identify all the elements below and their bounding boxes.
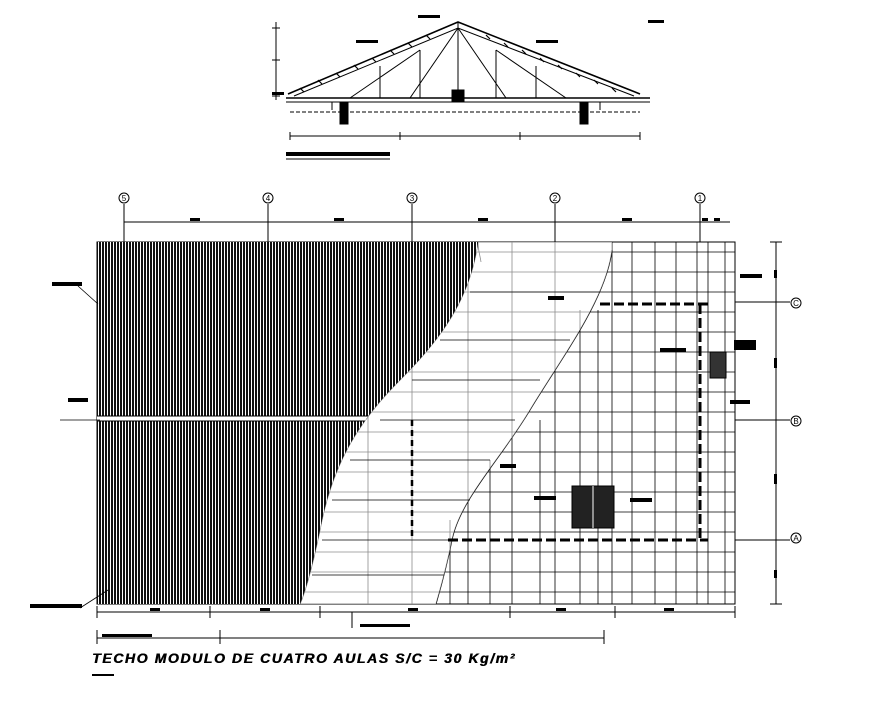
axis-label-B: B [793,417,798,426]
grid-axis-bubbles-right: C B A [790,297,802,544]
axis-label-4: 4 [266,194,271,203]
roof-plan [30,241,762,609]
axis-bubble-B: B [790,415,802,427]
truss-elevation-detail [272,15,664,160]
top-dimension-line [123,204,730,242]
axis-label-1: 1 [698,194,703,203]
axis-bubble-C: C [790,297,802,309]
hatched-zone-right [709,351,727,379]
axis-bubble-5: 5 [118,192,130,204]
axis-bubble-A: A [790,532,802,544]
axis-bubble-4: 4 [262,192,274,204]
title-underline [92,674,114,676]
axis-label-A: A [793,534,799,543]
axis-label-C: C [793,299,799,308]
axis-bubble-3: 3 [406,192,418,204]
drawing-title: TECHO MODULO DE CUATRO AULAS S/C = 30 Kg… [92,650,516,666]
grid-axis-bubbles-top: 5 4 3 2 1 [118,192,706,204]
axis-label-2: 2 [553,194,558,203]
axis-label-3: 3 [410,194,415,203]
axis-bubble-1: 1 [694,192,706,204]
axis-label-5: 5 [122,194,127,203]
bottom-dimension-lines [96,606,736,644]
axis-bubble-2: 2 [549,192,561,204]
right-dimension-line [735,241,790,605]
beams [410,302,708,542]
